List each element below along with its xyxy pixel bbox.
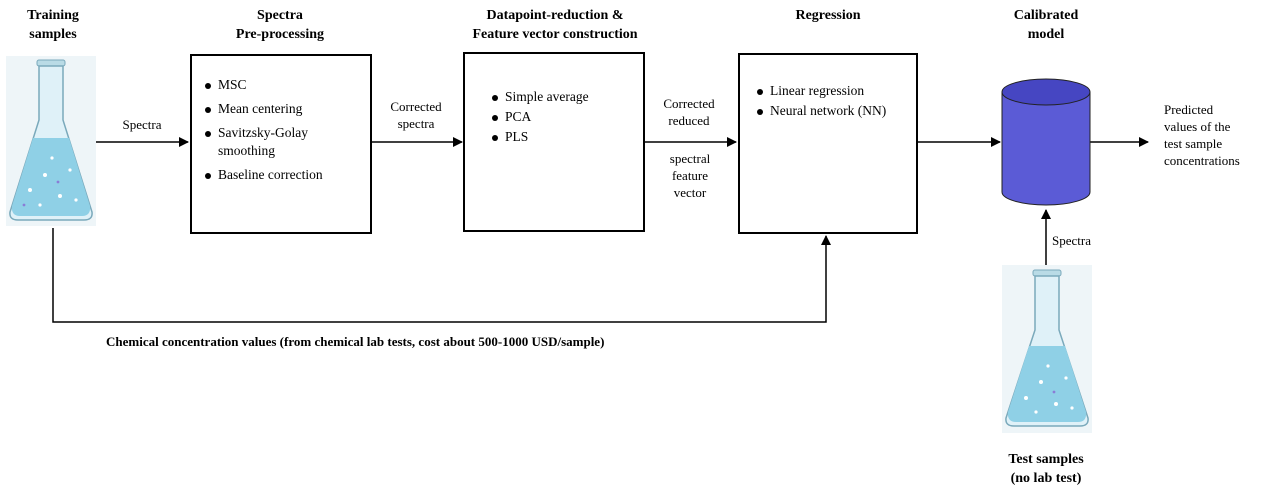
predicted-values-label: Predicted values of the test sample conc… (1164, 102, 1240, 168)
regression-item: Linear regression (756, 82, 910, 100)
feature-vector-label: spectral feature vector (669, 151, 711, 200)
training-flask-icon (6, 56, 96, 226)
corrected-spectra-label: Corrected spectra (390, 99, 442, 131)
preprocessing-item: MSC (204, 76, 364, 94)
preprocessing-item: Mean centering (204, 100, 364, 118)
regression-title: Regression (795, 8, 861, 23)
reduction-item: Simple average (491, 88, 641, 106)
preprocessing-box: MSC Mean centering Savitzsky-Golay smoot… (190, 54, 372, 234)
calibrated-model-title: Calibrated model (1013, 8, 1079, 42)
concentration-label: Chemical concentration values (from chem… (106, 334, 605, 349)
preprocessing-title: Spectra Pre-processing (235, 8, 325, 42)
reduction-box: Simple average PCA PLS (463, 52, 645, 232)
corrected-reduced-label: Corrected reduced (663, 96, 715, 128)
reduction-item: PCA (491, 108, 641, 126)
preprocessing-item: Savitzsky-Golay smoothing (204, 124, 364, 160)
spectra-label: Spectra (122, 117, 162, 132)
test-spectra-label: Spectra (1052, 233, 1091, 248)
database-icon (1001, 78, 1091, 206)
reduction-item: PLS (491, 128, 641, 146)
preprocessing-item: Baseline correction (204, 166, 364, 184)
regression-item: Neural network (NN) (756, 102, 910, 120)
regression-box: Linear regression Neural network (NN) (738, 53, 918, 234)
training-samples-title: Training samples (27, 8, 79, 42)
test-flask-icon (1002, 265, 1092, 433)
reduction-title: Datapoint-reduction & Feature vector con… (472, 8, 638, 42)
arrow-concentration-to-regression (52, 228, 831, 323)
test-samples-title: Test samples (no lab test) (1008, 452, 1084, 486)
